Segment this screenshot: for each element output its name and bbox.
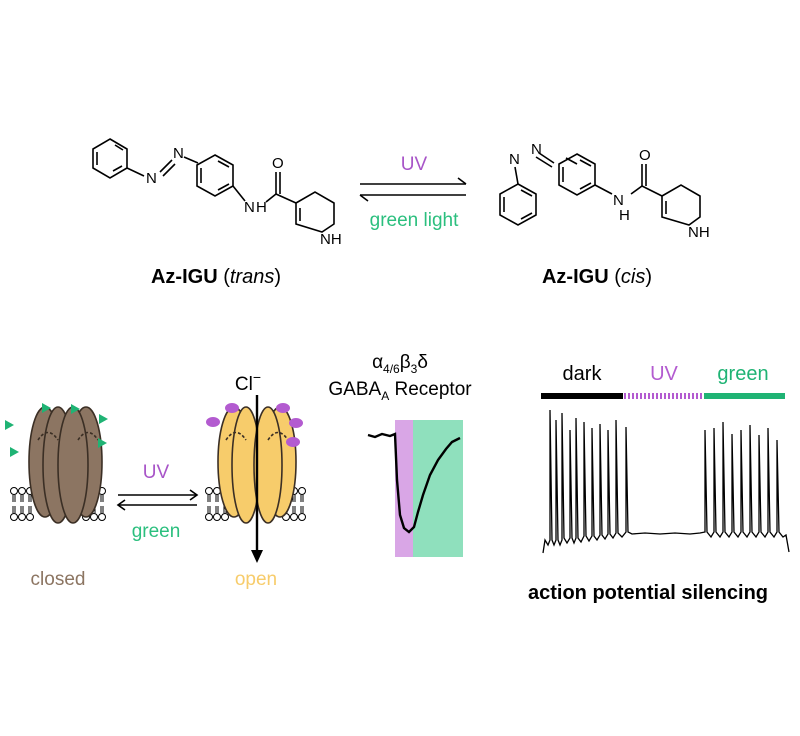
firing-label-green: green xyxy=(717,363,768,385)
trans-atom-amide-h: H xyxy=(256,199,267,216)
trans-central-ring xyxy=(196,154,234,197)
trans-name: Az-IGU (trans) xyxy=(151,266,281,288)
receptor-subunits: α4/6β3δ xyxy=(372,352,428,376)
trans-atom-n1: N xyxy=(146,170,157,187)
firing-bar-green xyxy=(704,393,785,399)
cis-atom-o: O xyxy=(639,147,651,164)
current-trace xyxy=(367,432,461,534)
channel-equilibrium-arrows xyxy=(116,489,199,511)
trans-atom-o: O xyxy=(272,155,284,172)
cis-phenyl-ring xyxy=(499,183,537,226)
uv-illumination-band xyxy=(395,420,413,557)
cis-name: Az-IGU (cis) xyxy=(542,266,652,288)
cis-central-ring xyxy=(558,153,596,196)
trans-piperidine-ring xyxy=(295,191,335,233)
reaction-reverse-label: green light xyxy=(370,210,459,231)
firing-label-uv: UV xyxy=(650,363,678,385)
open-channel xyxy=(217,406,297,524)
firing-label-dark: dark xyxy=(563,363,603,385)
reaction-equilibrium-arrows xyxy=(359,177,467,202)
trans-ligands xyxy=(5,403,108,457)
cis-atom-n2: N xyxy=(531,141,542,158)
receptor-name: GABAA Receptor xyxy=(328,379,472,403)
trans-atom-n2: N xyxy=(173,145,184,162)
cis-atom-amide-h: H xyxy=(619,207,630,224)
cis-atom-amide-n: N xyxy=(613,192,624,209)
cis-ligands xyxy=(206,403,303,447)
cis-structure xyxy=(499,152,701,226)
closed-label: closed xyxy=(31,569,86,590)
closed-channel xyxy=(28,406,103,524)
cis-atom-ring-nh: NH xyxy=(688,224,710,241)
trans-atom-labels: N N O N H NH xyxy=(146,145,342,248)
trans-atom-amide-n: N xyxy=(244,199,255,216)
trans-atom-ring-nh: NH xyxy=(320,231,342,248)
channel-forward-label: UV xyxy=(143,462,170,483)
cis-atom-n1: N xyxy=(509,151,520,168)
firing-bar-uv xyxy=(623,393,704,399)
trans-structure xyxy=(92,138,335,233)
firing-bar-dark xyxy=(541,393,623,399)
chloride-flow-arrow xyxy=(251,395,263,563)
cis-atom-labels: N N O N H NH xyxy=(509,141,710,241)
open-label: open xyxy=(235,569,277,590)
cis-piperidine-ring xyxy=(661,184,701,226)
firing-trace xyxy=(542,409,790,554)
green-illumination-band xyxy=(413,420,463,557)
firing-caption: action potential silencing xyxy=(528,582,768,604)
reaction-forward-label: UV xyxy=(401,154,428,175)
trans-phenyl-ring xyxy=(92,138,128,179)
chloride-ion-label: Cl− xyxy=(235,369,261,395)
channel-reverse-label: green xyxy=(132,521,181,542)
